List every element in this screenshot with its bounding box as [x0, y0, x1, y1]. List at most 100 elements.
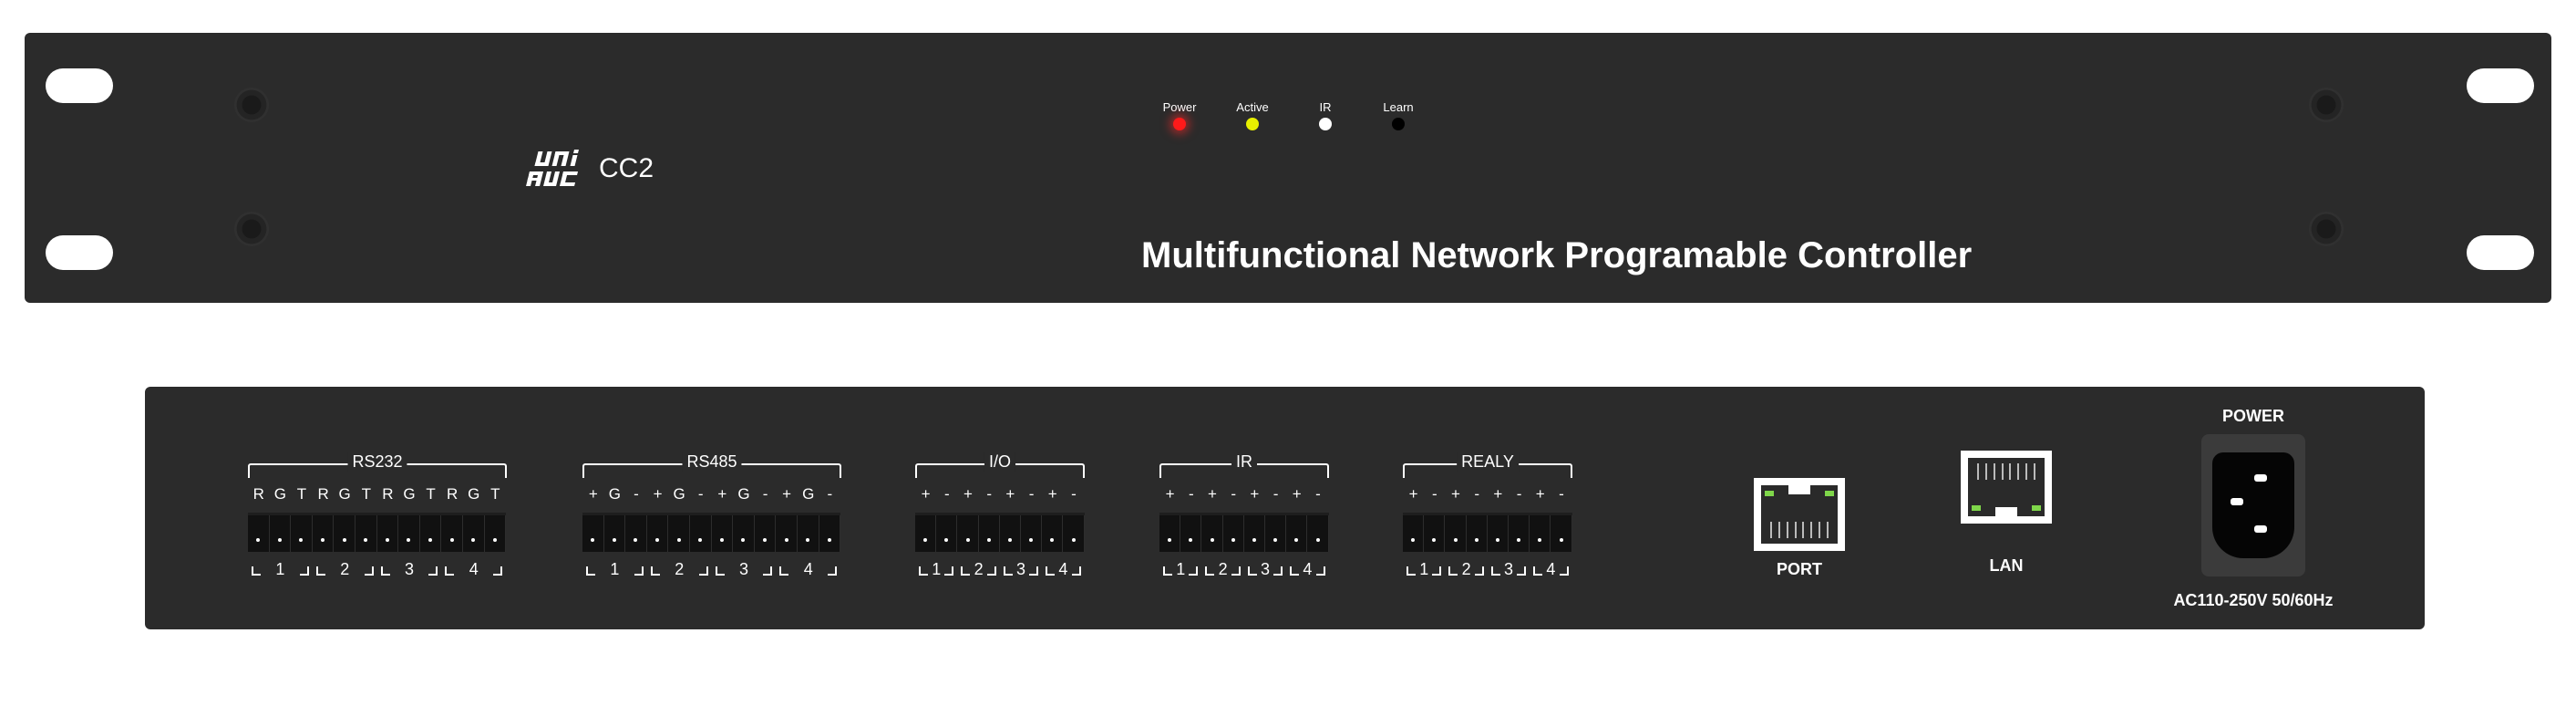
pin-label: - [697, 485, 704, 503]
rs232-terminal-block[interactable] [248, 513, 507, 552]
realy-terminal-block[interactable] [1403, 513, 1572, 552]
rs485-terminal-block[interactable] [582, 513, 841, 552]
power-pin-bottom [2254, 525, 2267, 533]
terminal-screw-contact[interactable] [355, 515, 377, 552]
lan-label: LAN [1989, 556, 2024, 575]
terminal-screw-contact[interactable] [668, 515, 690, 552]
terminal-screw-contact[interactable] [1286, 515, 1308, 552]
rj45-latch [1995, 507, 2017, 516]
terminal-screw-contact[interactable] [1307, 515, 1329, 552]
terminal-screw-contact[interactable] [690, 515, 712, 552]
port-rj45-jack[interactable] [1754, 478, 1845, 551]
terminal-screw-contact[interactable] [798, 515, 819, 552]
pin-label: T [296, 485, 307, 503]
terminal-screw-contact[interactable] [1467, 515, 1488, 552]
channel-number: 4 [1530, 560, 1571, 579]
terminal-screw-contact[interactable] [776, 515, 798, 552]
terminal-screw-contact[interactable] [733, 515, 755, 552]
screw-icon [2309, 88, 2344, 122]
io-title: I/O [984, 452, 1016, 472]
power-inlet-socket[interactable] [2201, 434, 2305, 576]
pin-label: T [490, 485, 500, 503]
rs485-pin-labels: +G-+G-+G-+G- [582, 485, 840, 504]
terminal-screw-contact[interactable] [1488, 515, 1510, 552]
terminal-screw-contact[interactable] [1244, 515, 1266, 552]
terminal-screw-contact[interactable] [1021, 515, 1043, 552]
channel-number: 4 [1286, 560, 1328, 579]
pin-label: R [252, 485, 264, 503]
terminal-screw-contact[interactable] [485, 515, 507, 552]
terminal-screw-contact[interactable] [625, 515, 647, 552]
port-label: PORT [1776, 560, 1822, 578]
led-label-power: Power [1162, 100, 1197, 114]
terminal-screw-contact[interactable] [819, 515, 841, 552]
terminal-screw-contact[interactable] [957, 515, 979, 552]
pin-label: - [986, 485, 992, 503]
pin-label: - [1231, 485, 1236, 503]
pin-label: - [1028, 485, 1035, 503]
terminal-screw-contact[interactable] [334, 515, 355, 552]
rj45-pins [1770, 522, 1829, 538]
ir-pin-labels: +-+-+-+- [1159, 485, 1329, 504]
channel-number: 1 [248, 560, 313, 579]
channel-number: 3 [377, 560, 442, 579]
terminal-screw-contact[interactable] [1265, 515, 1287, 552]
lan-rj45-jack[interactable] [1961, 451, 2052, 524]
rack-ear-slot-bottom-right [2467, 235, 2534, 270]
pin-label: - [1071, 485, 1077, 503]
terminal-screw-contact[interactable] [1445, 515, 1467, 552]
terminal-screw-contact[interactable] [398, 515, 420, 552]
terminal-screw-contact[interactable] [1551, 515, 1572, 552]
rj45-pins [1977, 463, 2035, 480]
pin-label: G [802, 485, 815, 503]
terminal-screw-contact[interactable] [1159, 515, 1181, 552]
terminal-screw-contact[interactable] [1000, 515, 1022, 552]
active-led-indicator [1246, 118, 1259, 130]
ir-title: IR [1231, 452, 1257, 472]
terminal-screw-contact[interactable] [582, 515, 604, 552]
terminal-screw-contact[interactable] [1042, 515, 1064, 552]
pin-label: - [1273, 485, 1279, 503]
terminal-screw-contact[interactable] [936, 515, 958, 552]
channel-number: 2 [957, 560, 999, 579]
terminal-screw-contact[interactable] [915, 515, 937, 552]
power-inlet-cavity [2212, 452, 2294, 558]
terminal-screw-contact[interactable] [755, 515, 777, 552]
terminal-screw-contact[interactable] [604, 515, 626, 552]
terminal-screw-contact[interactable] [1403, 515, 1425, 552]
terminal-screw-contact[interactable] [377, 515, 399, 552]
io-terminal-block[interactable] [915, 513, 1085, 552]
rj45-latch [1788, 485, 1810, 494]
pin-label: - [1559, 485, 1564, 503]
terminal-screw-contact[interactable] [270, 515, 292, 552]
terminal-screw-contact[interactable] [1180, 515, 1202, 552]
terminal-screw-contact[interactable] [420, 515, 442, 552]
terminal-screw-contact[interactable] [1201, 515, 1223, 552]
pin-label: R [447, 485, 459, 503]
pin-label: R [317, 485, 329, 503]
channel-number: 1 [915, 560, 957, 579]
terminal-screw-contact[interactable] [1223, 515, 1244, 552]
ir-terminal-block[interactable] [1159, 513, 1329, 552]
terminal-screw-contact[interactable] [313, 515, 335, 552]
screw-icon [234, 88, 269, 122]
channel-number: 2 [1445, 560, 1487, 579]
terminal-screw-contact[interactable] [291, 515, 313, 552]
terminal-screw-contact[interactable] [979, 515, 1000, 552]
terminal-screw-contact[interactable] [1509, 515, 1530, 552]
terminal-screw-contact[interactable] [1424, 515, 1446, 552]
terminal-screw-contact[interactable] [248, 515, 270, 552]
terminal-screw-contact[interactable] [463, 515, 485, 552]
terminal-screw-contact[interactable] [1530, 515, 1551, 552]
channel-number: 2 [1201, 560, 1243, 579]
terminal-screw-contact[interactable] [712, 515, 734, 552]
pin-label: + [782, 485, 792, 503]
terminal-screw-contact[interactable] [647, 515, 669, 552]
pin-label: - [1188, 485, 1194, 503]
terminal-screw-contact[interactable] [1063, 515, 1085, 552]
terminal-screw-contact[interactable] [441, 515, 463, 552]
